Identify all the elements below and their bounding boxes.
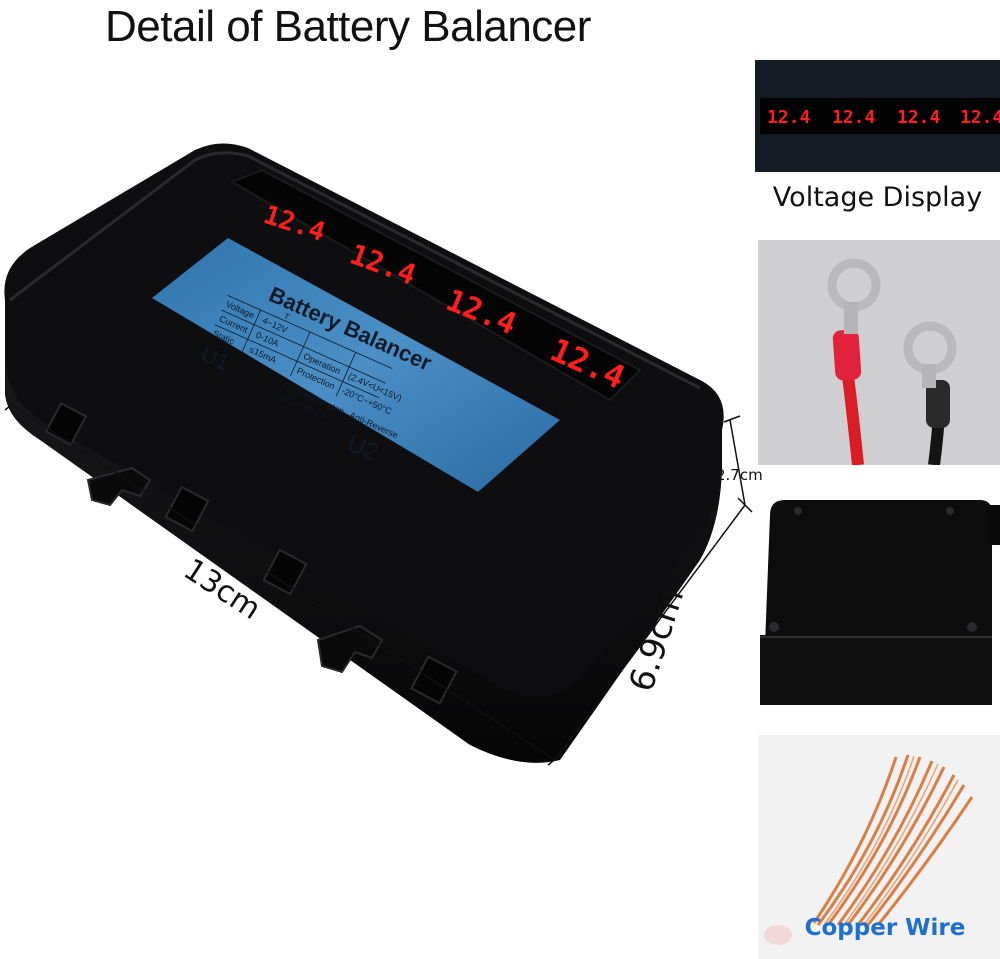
panel-lcd-3: 12.4 — [897, 107, 941, 128]
voltage-display-panel: 12.4 12.4 12.4 12.4 — [755, 60, 1000, 172]
mounting-clip-2 — [316, 624, 384, 674]
ring-terminals-image — [827, 258, 957, 465]
panel-lcd-1: 12.4 — [767, 107, 811, 128]
copper-wire-caption: Copper Wire — [804, 915, 966, 941]
product-label: Battery Balancer Voltage 4~12V Current 0… — [152, 238, 560, 492]
panel-lcd-4: 12.4 — [960, 107, 1000, 128]
copper-wire-panel — [758, 735, 1000, 959]
copper-wire-image — [764, 754, 974, 945]
red-sleeve — [832, 329, 862, 381]
mounting-clip-1 — [86, 466, 152, 507]
spec-voltage-mark: T — [283, 312, 291, 322]
device-bottom-panel — [760, 495, 1000, 705]
voltage-display-strip: 12.4 12.4 12.4 12.4 — [760, 98, 1000, 134]
ring-terminal-red — [827, 258, 881, 312]
ring-terminal-black — [903, 321, 957, 375]
dimension-lines — [4, 397, 753, 766]
device-bottom-image — [760, 500, 1000, 705]
dimension-height: 2.7cm — [716, 466, 763, 484]
cable-terminals-panel — [758, 240, 1000, 465]
black-sleeve — [926, 380, 950, 428]
panel-lcd-2: 12.4 — [832, 107, 876, 128]
display-window — [229, 168, 642, 402]
terminal-block-2 — [164, 485, 210, 533]
terminal-block-3 — [262, 548, 308, 596]
mounting-clips — [86, 466, 384, 674]
voltage-display-caption: Voltage Display — [772, 182, 983, 213]
page-title: Detail of Battery Balancer — [105, 2, 591, 51]
